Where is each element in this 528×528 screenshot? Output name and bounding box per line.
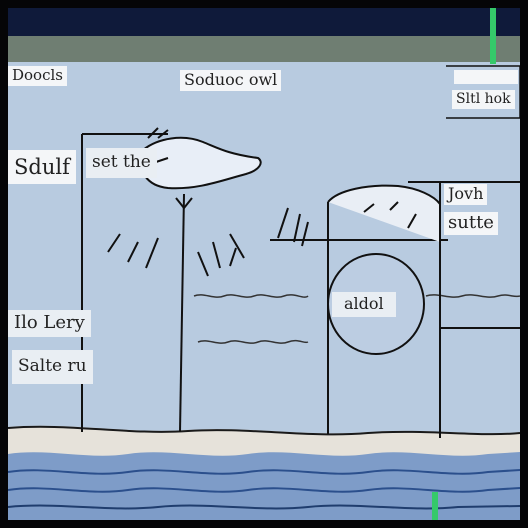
label-top-left: Doocls xyxy=(8,66,67,86)
label-left-mid: Ilo Lery xyxy=(8,310,91,337)
bird-shape xyxy=(140,136,262,190)
label-right-mid-1: Jovh xyxy=(444,184,488,205)
squiggle-1 xyxy=(193,294,309,298)
label-top-right-1 xyxy=(454,70,518,84)
wave-line-3 xyxy=(8,504,520,510)
rain-strokes xyxy=(107,207,309,277)
top-right-box xyxy=(446,65,520,119)
squiggle-3 xyxy=(425,294,520,298)
center-pole xyxy=(179,193,185,433)
label-top-right-2: Sltl hok xyxy=(452,90,515,109)
label-left-lower: Salte ru xyxy=(12,350,93,384)
water xyxy=(8,452,520,520)
label-left-upper-2: set the xyxy=(86,148,157,178)
shore-line xyxy=(8,425,520,436)
wave-line-1 xyxy=(8,469,520,475)
bird-details xyxy=(147,127,169,163)
label-center-lower: aldol xyxy=(332,292,396,317)
dome-marks xyxy=(363,201,417,229)
label-right-mid-2: sutte xyxy=(444,212,498,235)
sketch-drawing xyxy=(8,65,520,520)
green-marker-bottom xyxy=(432,492,438,520)
squiggle-2 xyxy=(197,339,309,344)
dome-roof xyxy=(327,184,441,242)
top-bar xyxy=(8,8,520,36)
sketch-canvas: Doocls Soduoc owl Sltl hok Sdulf set the… xyxy=(8,62,520,520)
wave-line-2 xyxy=(8,487,520,493)
green-marker-top xyxy=(490,8,496,64)
label-top-center: Soduoc owl xyxy=(180,70,282,91)
pole-top xyxy=(175,197,193,210)
label-left-upper-1: Sdulf xyxy=(8,150,76,185)
header-stripe xyxy=(8,36,520,62)
